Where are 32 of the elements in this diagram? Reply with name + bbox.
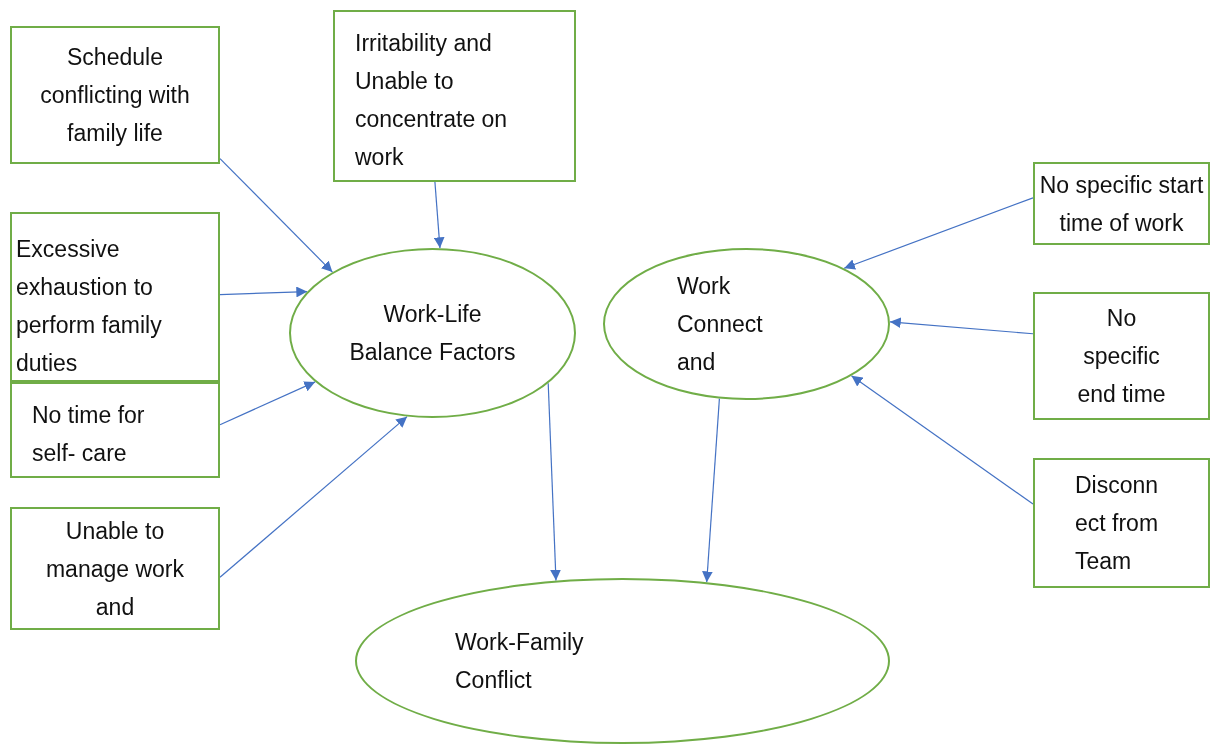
arrow xyxy=(219,158,333,273)
factor-ellipse xyxy=(289,248,576,418)
arrow xyxy=(702,398,720,583)
arrow xyxy=(850,375,1034,505)
factor-box xyxy=(10,212,220,382)
node-label: Excessive exhaustion to perform family duties xyxy=(16,235,163,378)
arrow xyxy=(219,416,408,578)
factor-box xyxy=(10,382,220,478)
node-label: Unable to manage work and xyxy=(44,516,186,622)
node-label: Work-Life Balance Factors xyxy=(348,300,517,367)
node-label: No time for self- care xyxy=(32,401,146,468)
node-label: No specific end time xyxy=(1076,304,1167,409)
arrow xyxy=(219,286,308,298)
node-label: Disconn ect from Team xyxy=(1075,471,1160,576)
arrow xyxy=(547,382,561,582)
factor-box xyxy=(1033,458,1210,588)
factor-box xyxy=(1033,292,1210,420)
arrow xyxy=(843,197,1034,270)
arrow xyxy=(889,317,1034,335)
factor-box xyxy=(333,10,576,182)
node-label: Work Connect and xyxy=(677,272,764,377)
node-label: Schedule conflicting with family life xyxy=(39,43,191,148)
factor-ellipse xyxy=(603,248,890,400)
factor-box xyxy=(1033,162,1210,245)
factor-box xyxy=(10,507,220,630)
node-label: Work-Family Conflict xyxy=(455,628,585,695)
factor-ellipse xyxy=(355,578,890,744)
arrow xyxy=(433,181,445,249)
node-label: No specific start time of work xyxy=(1039,170,1204,238)
node-label: Irritability and Unable to concentrate on work xyxy=(355,29,509,172)
factor-box xyxy=(10,26,220,164)
arrow xyxy=(219,381,316,426)
